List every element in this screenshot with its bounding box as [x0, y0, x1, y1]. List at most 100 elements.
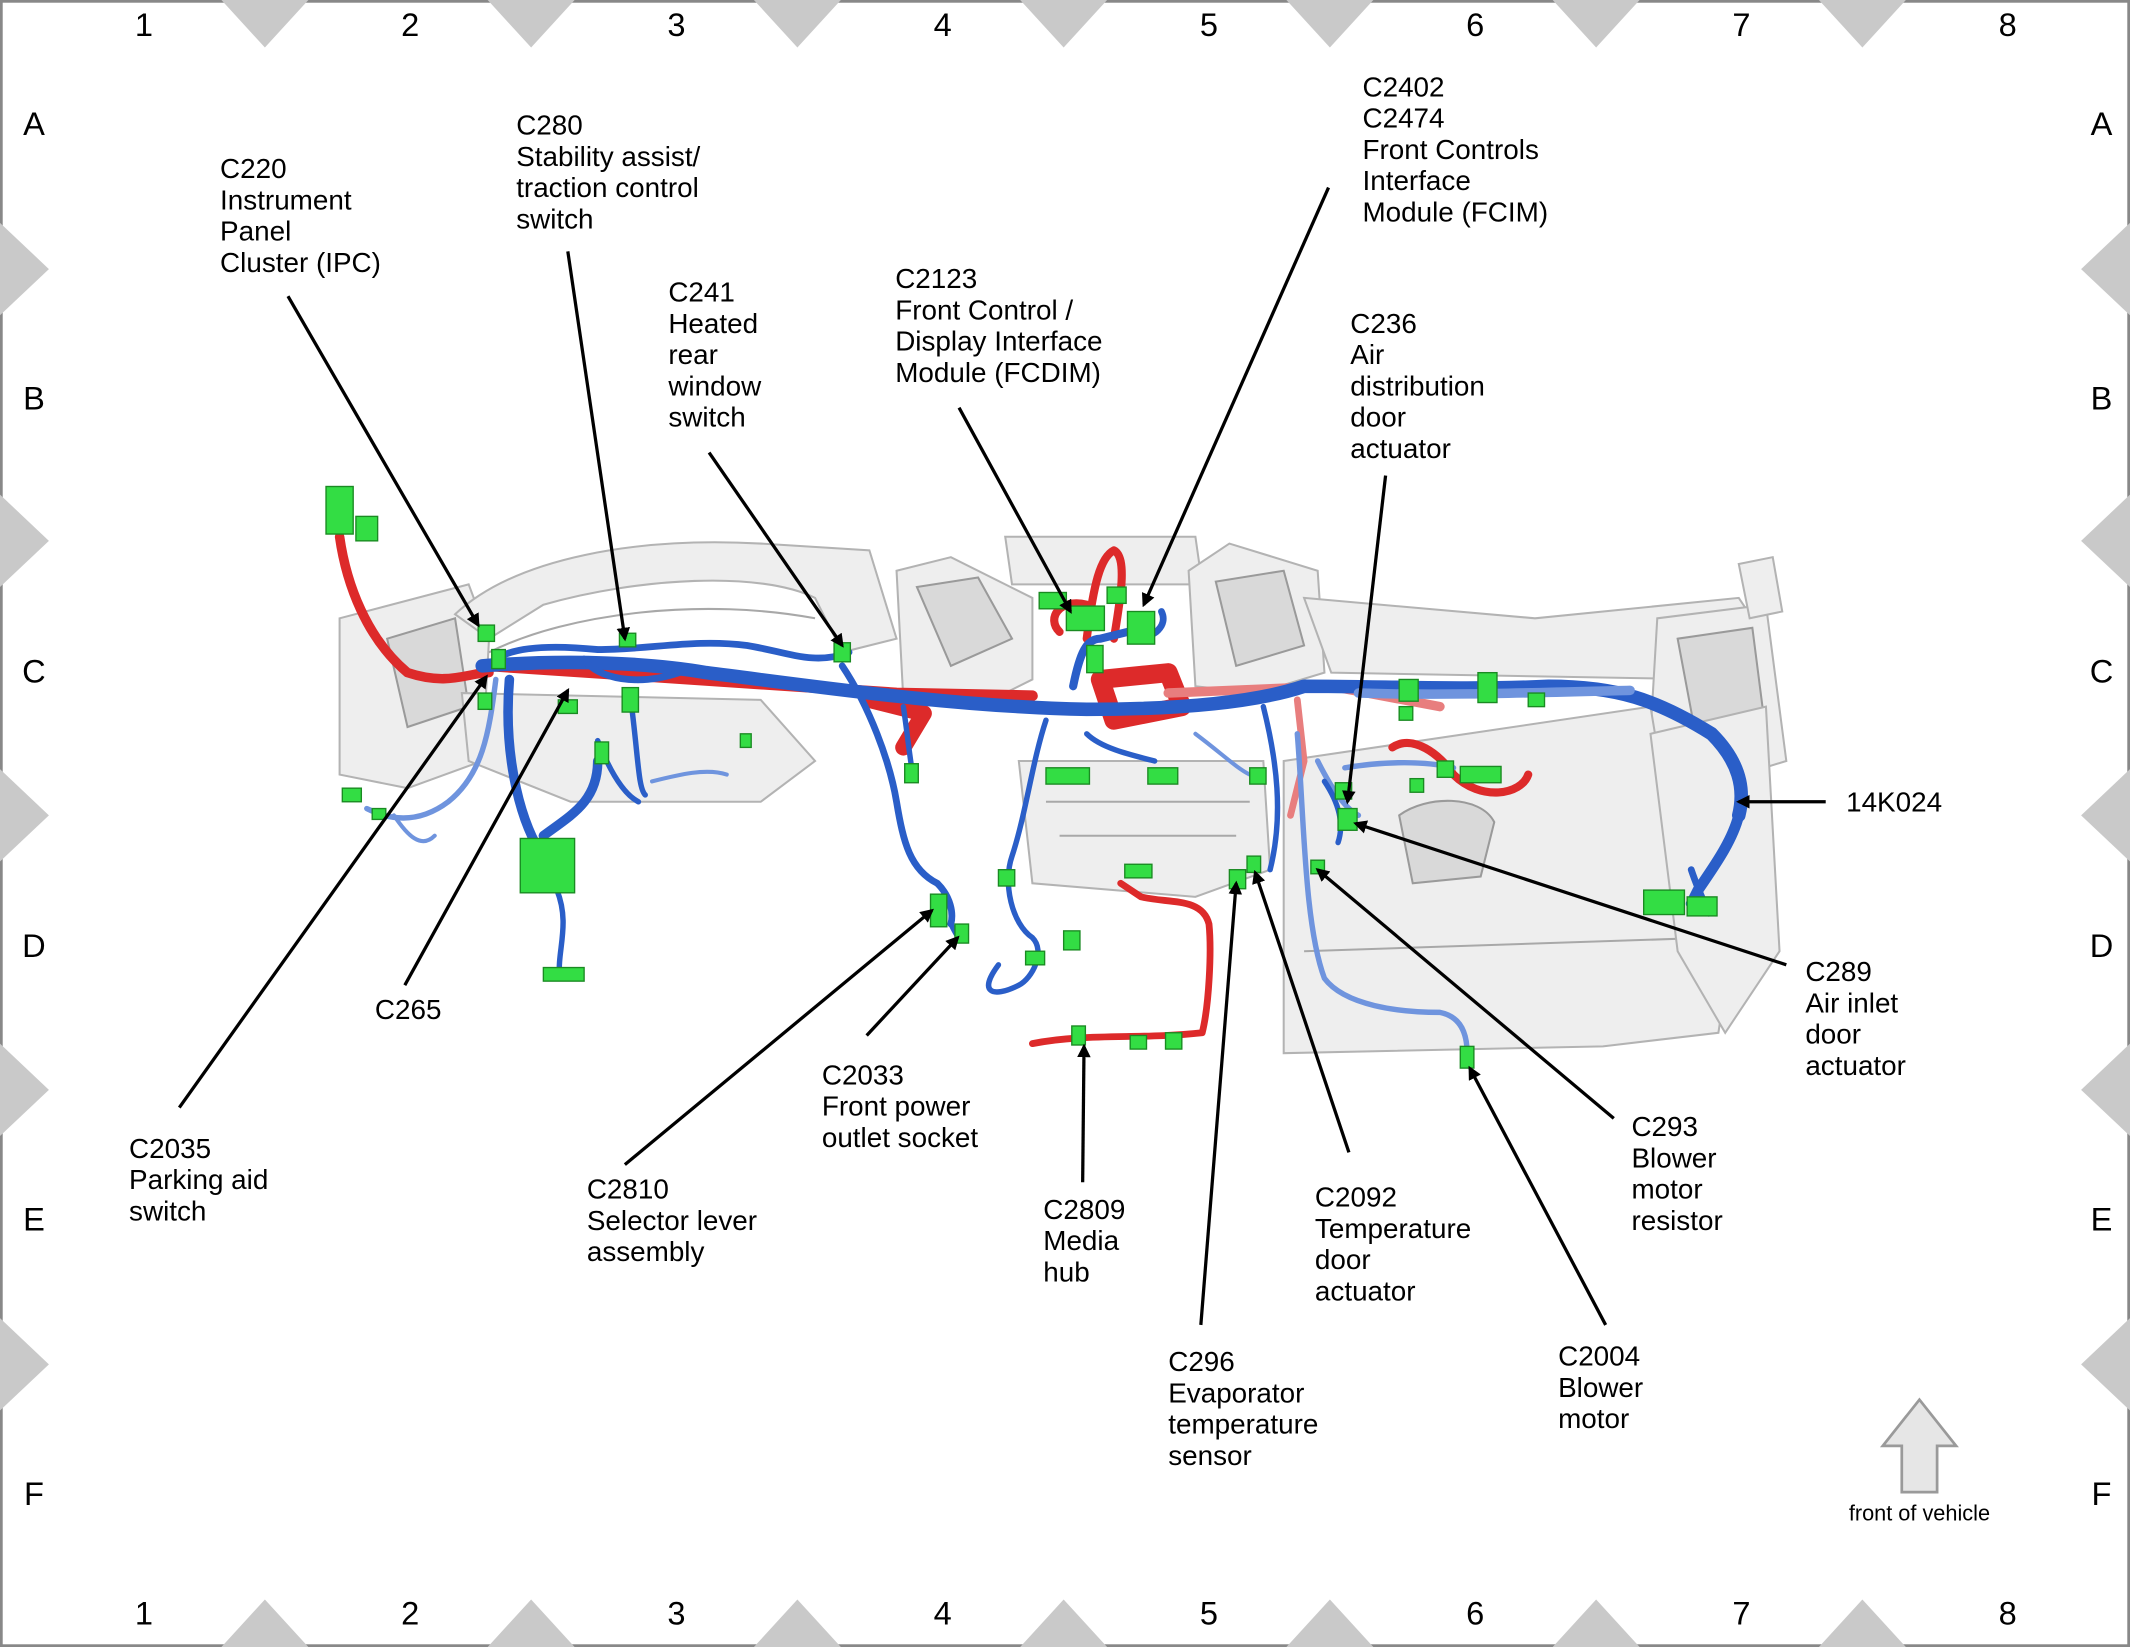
callout-line: C2474	[1362, 103, 1444, 134]
grid-row-label: D	[22, 927, 46, 964]
zone-marker-right	[2081, 769, 2130, 862]
callout-line: actuator	[1315, 1275, 1416, 1306]
callout-line: C236	[1350, 308, 1417, 339]
callout-line: C2004	[1558, 1341, 1640, 1372]
callout-line: Front power	[822, 1091, 971, 1122]
connector	[1398, 705, 1414, 721]
connector-c280	[618, 632, 637, 648]
connector-c289	[1337, 807, 1358, 831]
zone-marker-top	[1818, 0, 1906, 48]
callout-line: resistor	[1631, 1205, 1722, 1236]
grid-row-label: B	[2091, 379, 2113, 416]
red-media-hub-wire	[1029, 879, 1214, 1048]
grid-column-label: 5	[1200, 6, 1218, 43]
callout-line: hub	[1043, 1256, 1089, 1287]
zone-marker-top	[1020, 0, 1108, 48]
grid-row-label: E	[2091, 1200, 2113, 1237]
callout-c293: C293 Blower motor resistor	[1631, 1111, 1724, 1236]
center-vent-right-grille	[1214, 569, 1306, 668]
grid-column-label: 6	[1466, 1594, 1484, 1631]
callout-c296: C296 Evaporator temperature sensor	[1168, 1346, 1326, 1471]
grid-column-label: 7	[1732, 1594, 1750, 1631]
connector-c241	[833, 642, 852, 663]
blue-c265-branch	[628, 703, 648, 798]
leader-c2810	[623, 908, 934, 1166]
callout-c280: C280 Stability assist/ traction control …	[516, 110, 708, 235]
callout-line: distribution	[1350, 370, 1485, 401]
callout-line: Stability assist/	[516, 141, 700, 172]
leader-c2035	[177, 674, 488, 1109]
leader-c2033	[865, 935, 960, 1037]
callout-line: Module (FCDIM)	[895, 357, 1101, 388]
connector	[491, 648, 507, 670]
callout-c2092: C2092 Temperature door actuator	[1315, 1182, 1479, 1307]
right-end-cap	[1737, 555, 1784, 620]
connector	[1477, 671, 1498, 704]
callout-14k024: 14K024	[1846, 786, 1942, 817]
zone-marker-left	[0, 222, 49, 316]
connector	[594, 741, 610, 765]
grid-row-label: E	[23, 1200, 45, 1237]
connector-c2035	[477, 692, 493, 711]
leader-c236	[1342, 475, 1388, 805]
blue-cluster-loop	[492, 639, 853, 663]
callout-line: C296	[1168, 1346, 1235, 1377]
connector-c2004	[1459, 1045, 1475, 1069]
connector	[1436, 760, 1455, 778]
callout-line: door	[1350, 402, 1406, 433]
callout-line: motor	[1558, 1403, 1629, 1434]
zone-marker-top	[221, 0, 309, 48]
zone-marker-left	[0, 769, 49, 862]
grid-row-label: F	[2092, 1475, 2112, 1512]
callout-line: door	[1315, 1244, 1371, 1275]
red-right-drop	[1287, 696, 1308, 819]
callout-c2123: C2123 Front Control / Display Interface …	[895, 263, 1110, 388]
connector	[1398, 678, 1419, 702]
callout-line: C2402	[1362, 71, 1444, 102]
callout-line: Display Interface	[895, 326, 1102, 357]
callout-line: Evaporator	[1168, 1377, 1304, 1408]
connector	[1129, 1034, 1148, 1050]
grid-labels: 1 2 3 4 5 6 7 8 1 2 3 4 5 6 7 8 A B C D …	[22, 6, 2113, 1632]
blue-c265-tail	[650, 769, 729, 784]
callout-line: Temperature	[1315, 1213, 1471, 1244]
zone-marker-left	[0, 1318, 49, 1411]
zone-marker-top	[487, 0, 575, 48]
blue-temp-door-wire	[1260, 703, 1281, 873]
callout-line: Blower	[1631, 1142, 1716, 1173]
callout-line: assembly	[587, 1236, 705, 1267]
callout-c2033: C2033 Front power outlet socket	[822, 1059, 979, 1153]
connector	[1527, 692, 1546, 708]
callout-c265: C265	[375, 994, 442, 1025]
callout-line: Front Controls	[1362, 134, 1538, 165]
callout-line: Selector lever	[587, 1205, 757, 1236]
leader-c2123	[957, 406, 1072, 614]
blue-cluster-branch	[580, 655, 683, 684]
callout-line: C2809	[1043, 1194, 1125, 1225]
connector-c2092	[1246, 855, 1262, 874]
zone-marker-top	[753, 0, 841, 48]
zone-marker-top	[1286, 0, 1374, 48]
callout-line: switch	[516, 203, 593, 234]
callout-line: Air	[1350, 339, 1384, 370]
callout-line: switch	[129, 1195, 206, 1226]
connector	[1024, 950, 1046, 966]
red-branch-center	[861, 691, 932, 756]
callout-line: C2810	[587, 1174, 669, 1205]
up-arrow-icon	[1879, 1397, 1959, 1494]
callout-line: 14K024	[1846, 786, 1942, 817]
grid-column-label: 8	[1999, 6, 2017, 43]
grid-column-label: 1	[135, 6, 153, 43]
leader-c241	[707, 451, 844, 648]
leader-c2092	[1252, 869, 1351, 1153]
callout-labels: C220 Instrument Panel Cluster (IPC) C280…	[129, 71, 1942, 1470]
callout-line: C241	[668, 277, 735, 308]
callout-c289: C289 Air inlet door actuator	[1805, 956, 1906, 1081]
connector	[739, 733, 752, 749]
grid-row-label: A	[2091, 105, 2113, 142]
red-wire-left	[334, 532, 494, 684]
callout-line: sensor	[1168, 1440, 1252, 1471]
connector	[1062, 930, 1081, 951]
